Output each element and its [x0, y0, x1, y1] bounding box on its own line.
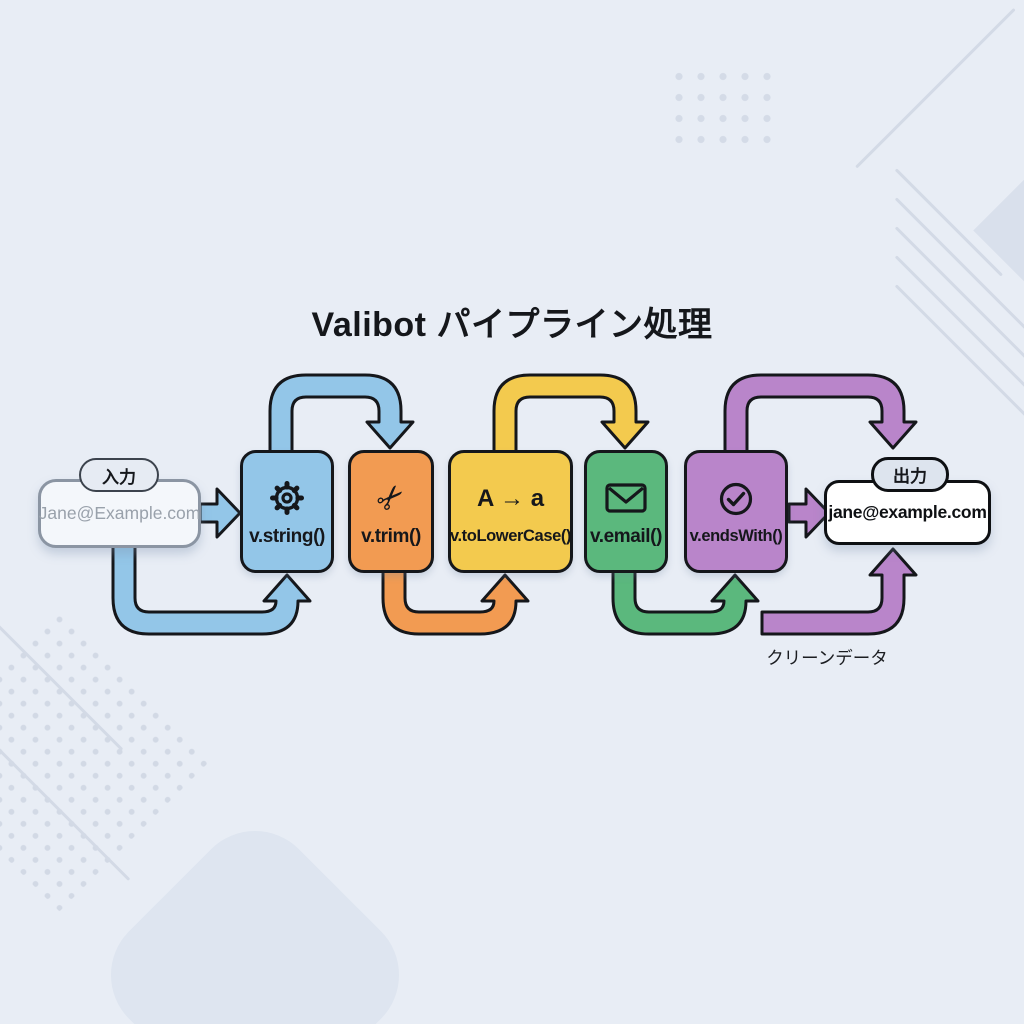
- input-badge-label: 入力: [102, 467, 136, 487]
- dot-grid-decoration-top-right: [668, 66, 782, 156]
- envelope-icon: [603, 476, 649, 520]
- step-label: v.toLowerCase(): [449, 527, 572, 545]
- loop-arrow-input-to-string-bottom: [111, 544, 312, 636]
- loop-arrow-endswith-to-output-top: [723, 373, 918, 454]
- pipeline-step-email: v.email(): [584, 450, 668, 573]
- step-label: v.email(): [589, 525, 663, 547]
- arrow-clean-data-to-output: [760, 547, 918, 636]
- pipeline-step-string: v.string(): [240, 450, 334, 573]
- diagram-title: Valibot パイプライン処理: [311, 306, 713, 344]
- arrow-endswith-to-output: [787, 487, 831, 539]
- output-badge-label: 出力: [893, 467, 927, 486]
- step-label: v.string(): [249, 525, 325, 547]
- arrow-input-to-string: [198, 487, 242, 539]
- loop-arrow-email-to-endswith-bottom: [611, 569, 760, 636]
- input-badge: 入力: [79, 458, 159, 492]
- loop-arrow-string-to-trim: [268, 373, 415, 454]
- pipeline-step-endswith: v.endsWith(): [684, 450, 788, 573]
- scissors-icon: ✂: [368, 474, 414, 521]
- output-badge: 出力: [871, 457, 949, 492]
- step-label: v.trim(): [361, 525, 421, 547]
- lowercase-icon: A → a: [476, 485, 545, 512]
- loop-arrow-tolowercase-to-email: [492, 373, 650, 454]
- check-circle-icon: [713, 477, 759, 521]
- pipeline-step-tolowercase: A → a v.toLowerCase(): [448, 450, 573, 573]
- output-value-text: jane@example.com: [828, 502, 987, 522]
- clean-data-caption: クリーンデータ: [766, 648, 888, 668]
- gear-icon: [265, 476, 309, 520]
- pipeline-step-trim: ✂ v.trim(): [348, 450, 434, 573]
- step-label: v.endsWith(): [689, 527, 783, 545]
- input-value-text: Jane@Example.com: [38, 503, 201, 523]
- loop-arrow-trim-to-tolowercase-bottom: [381, 569, 530, 636]
